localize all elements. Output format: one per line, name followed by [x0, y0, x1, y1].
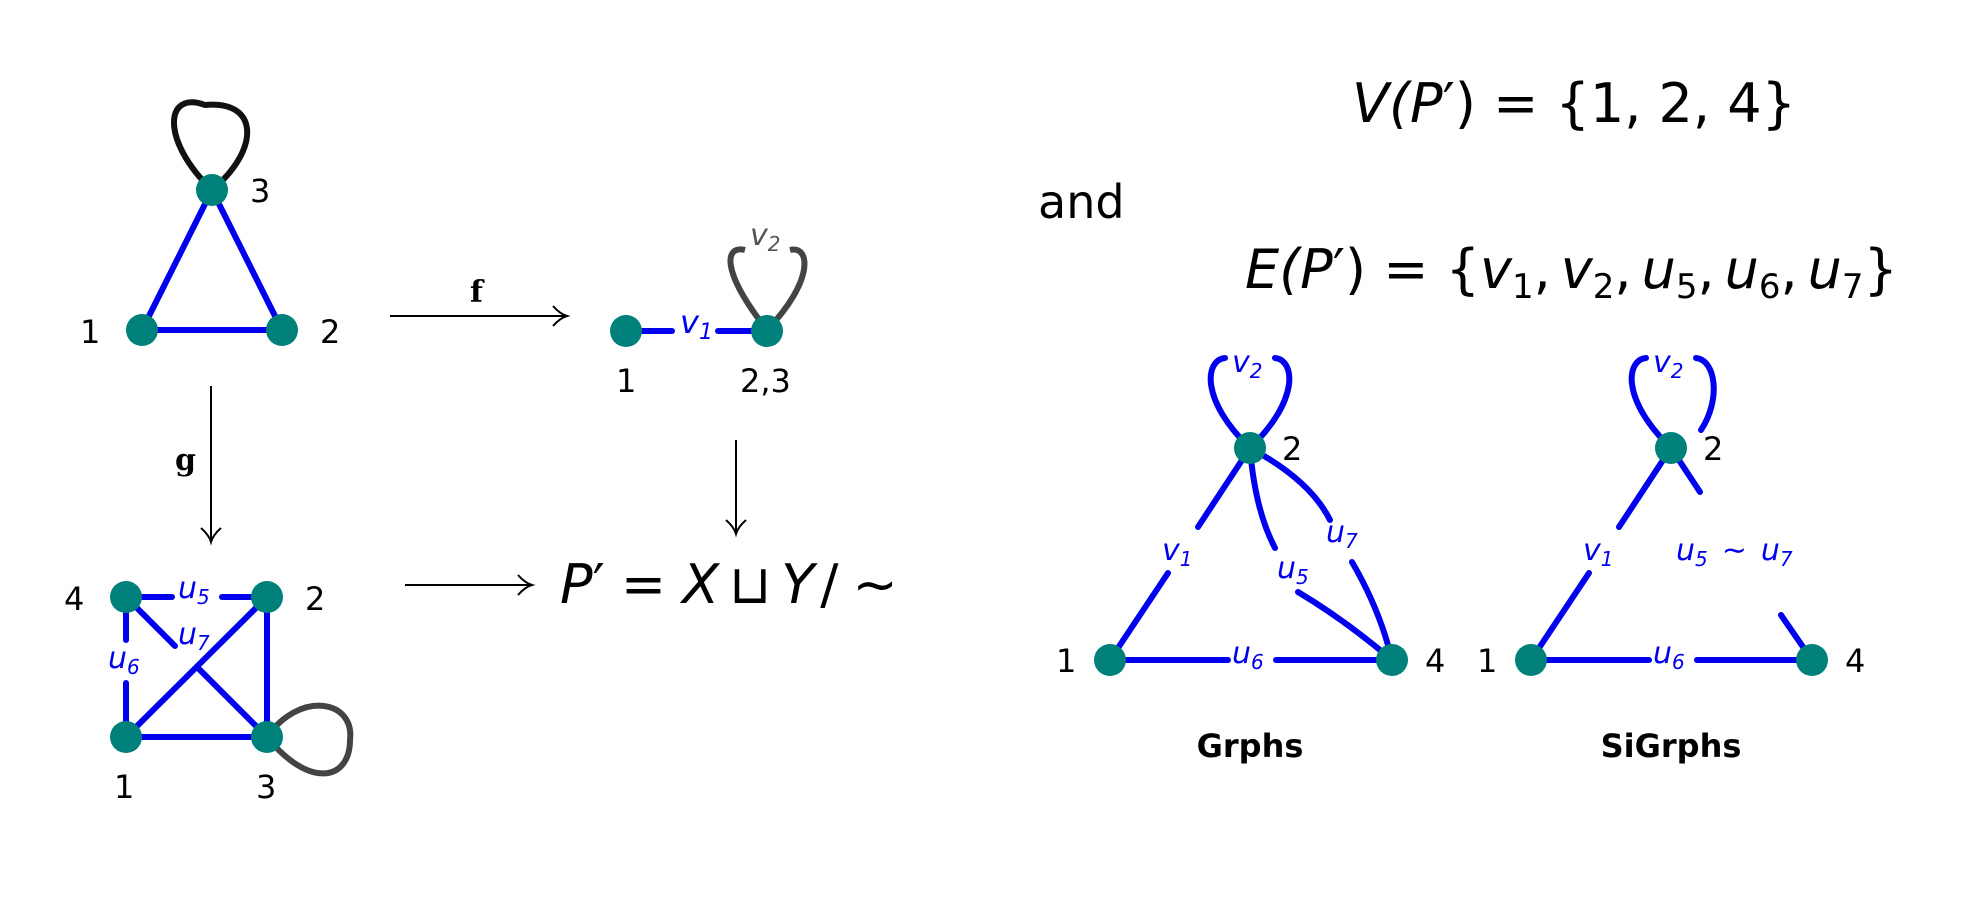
graph-c-edge-u6-label: u6: [108, 641, 140, 679]
graph-b-edge-v2-label: v2: [750, 218, 781, 256]
sigrphs-edge-v2-label: v2: [1653, 345, 1684, 383]
graph-c-label-2: 2: [305, 580, 325, 618]
grphs-edge-v2-label: v2: [1232, 345, 1263, 383]
sigrphs-edge-v1-lower: [1528, 570, 1592, 663]
arrow-b-to-pushout: [725, 440, 747, 538]
graph-a-node-1: [126, 314, 158, 346]
sigrphs-loop-v2: [1628, 355, 1717, 451]
grphs-node-2: [1234, 432, 1266, 464]
sigrphs-edge-u5-sim-u7-label: u5∼u7: [1676, 533, 1793, 571]
graph-a-edge-1-3: [139, 187, 215, 333]
graph-a-label-2: 2: [320, 313, 340, 351]
edge-set-formula: E(P′) = {v1,v2,u5,u6,u7}: [1245, 238, 1898, 307]
grphs-label-4: 4: [1425, 642, 1445, 680]
grphs-caption: Grphs: [1197, 727, 1304, 765]
graph-c-label-3: 3: [256, 768, 276, 806]
arrow-c-to-pushout: [405, 574, 536, 596]
graph-b-label-1: 1: [616, 362, 636, 400]
arrow-c-head: [517, 574, 536, 596]
grphs-edge-u6-label: u6: [1232, 636, 1264, 674]
graph-b: v1 v2 1 2,3: [610, 218, 808, 400]
graph-a-label-1: 1: [80, 313, 100, 351]
graph-c-node-3: [251, 721, 283, 753]
graph-a-node-3: [196, 174, 228, 206]
arrow-f-head: [552, 305, 571, 327]
grphs-node-1: [1094, 644, 1126, 676]
graph-c-label-4: 4: [64, 580, 84, 618]
graph-b-node-1: [610, 315, 642, 347]
graph-c-node-2: [251, 581, 283, 613]
graph-b-node-23: [751, 315, 783, 347]
grphs-label-1: 1: [1056, 642, 1076, 680]
arrow-g-head: [200, 527, 222, 546]
graph-a-node-2: [266, 314, 298, 346]
sigrphs-label-1: 1: [1477, 642, 1497, 680]
arrow-f-label: f: [470, 275, 485, 310]
grphs-edge-u5-label: u5: [1277, 551, 1309, 589]
grphs-loop-v2: [1207, 355, 1293, 451]
text-and: and: [1038, 175, 1125, 229]
sigrphs-node-1: [1515, 644, 1547, 676]
grphs-label-2: 2: [1282, 430, 1302, 468]
graph-c-edge-u7-label: u7: [178, 617, 210, 655]
graph-c-node-4: [110, 581, 142, 613]
graph-c: u5 u6 u7 4 2 1 3: [64, 571, 354, 806]
sigrphs-graph: v2 v1 u5∼u7 u6 2 1 4 SiGrphs: [1477, 345, 1865, 765]
arrow-g-label: g: [175, 443, 196, 478]
vertex-set-formula: V(P′) = {1, 2, 4}: [1352, 72, 1796, 135]
pushout-formula: P′=X⊔Y/∼: [560, 553, 898, 616]
graph-a-edge-2-3: [209, 187, 285, 333]
graph-a: 3 1 2: [80, 99, 340, 351]
grphs-graph: v2 v1 u5 u7 u6 2 1 4 Grphs: [1056, 345, 1445, 765]
grphs-edge-v1-label: v1: [1162, 533, 1193, 571]
grphs-edge-u7-label: u7: [1326, 515, 1358, 553]
morphism-g: g: [175, 386, 222, 546]
graph-a-label-3: 3: [250, 172, 270, 210]
graph-c-edge-u7-b: [195, 665, 270, 740]
graph-b-label-23: 2,3: [740, 362, 791, 400]
sigrphs-label-4: 4: [1845, 642, 1865, 680]
sigrphs-edge-u6-label: u6: [1653, 636, 1685, 674]
grphs-node-4: [1376, 644, 1408, 676]
grphs-edge-v1-lower: [1107, 570, 1171, 663]
grphs-edge-u5-lower: [1295, 589, 1395, 663]
graph-c-node-1: [110, 721, 142, 753]
graph-c-label-1: 1: [114, 768, 134, 806]
sigrphs-node-4: [1796, 644, 1828, 676]
sigrphs-caption: SiGrphs: [1601, 727, 1742, 765]
graph-b-edge-v1-label: v1: [680, 303, 713, 345]
graph-c-loop-3: [264, 702, 354, 777]
sigrphs-label-2: 2: [1703, 430, 1723, 468]
sigrphs-edge-v1-label: v1: [1583, 533, 1614, 571]
graph-b-loop-v2: [727, 246, 808, 333]
sigrphs-node-2: [1655, 432, 1687, 464]
arrow-b-head: [725, 519, 747, 538]
graph-a-loop-3: [171, 99, 251, 193]
graph-c-edge-u5-label: u5: [178, 571, 210, 609]
morphism-f: f: [390, 275, 571, 327]
